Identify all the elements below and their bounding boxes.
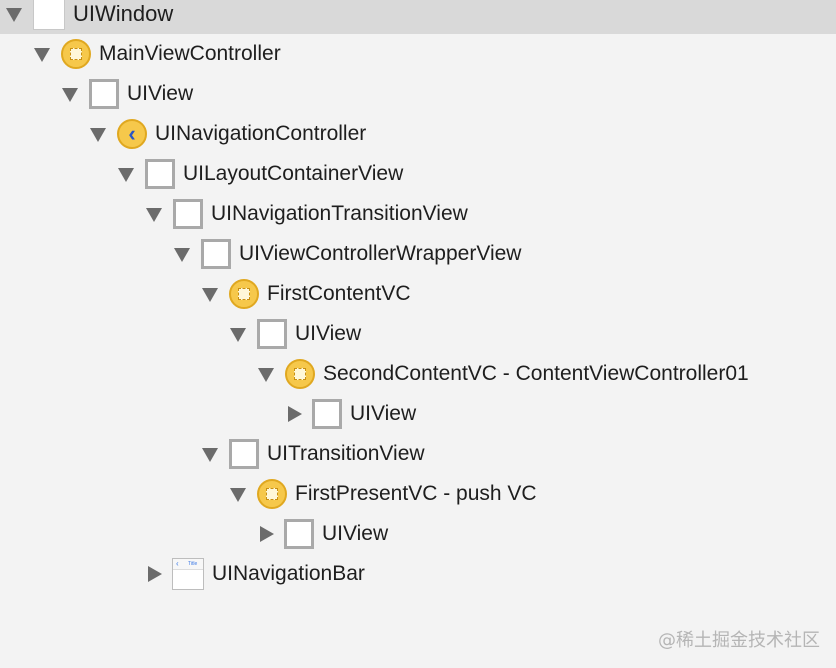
navigation-bar-icon: ‹ Title	[172, 558, 204, 590]
node-label: UINavigationController	[155, 122, 367, 145]
tree-row-uiview[interactable]: UIView	[286, 394, 416, 434]
tree-row-uiwindow[interactable]: UIWindow	[6, 0, 173, 31]
node-label: UIView	[350, 402, 417, 425]
disclosure-closed-icon[interactable]	[260, 526, 274, 542]
node-label: UIView	[127, 82, 194, 105]
node-label: UINavigationTransitionView	[211, 202, 468, 225]
view-controller-icon	[257, 479, 287, 509]
disclosure-open-icon[interactable]	[146, 208, 162, 222]
disclosure-open-icon[interactable]	[202, 288, 218, 302]
node-label: FirstContentVC	[267, 282, 411, 305]
tree-row-firstcontentvc[interactable]: FirstContentVC	[202, 274, 411, 314]
tree-row-mainviewcontroller[interactable]: MainViewController	[34, 34, 281, 74]
tree-row-uinavigationcontroller[interactable]: ‹ UINavigationController	[90, 114, 366, 154]
watermark: @稀土掘金技术社区	[658, 630, 820, 651]
view-icon	[229, 439, 259, 469]
disclosure-open-icon[interactable]	[62, 88, 78, 102]
tree-row-firstpresentvc[interactable]: FirstPresentVC - push VC	[230, 474, 537, 514]
node-label: UITransitionView	[267, 442, 425, 465]
tree-row-uinavigationtransitionview[interactable]: UINavigationTransitionView	[146, 194, 468, 234]
tree-row-uinavigationbar[interactable]: ‹ Title UINavigationBar	[146, 554, 365, 594]
disclosure-open-icon[interactable]	[118, 168, 134, 182]
tree-row-uiview[interactable]: UIView	[62, 74, 193, 114]
disclosure-open-icon[interactable]	[6, 8, 22, 22]
navigation-bar-thumbnail: ‹ Title	[173, 559, 203, 570]
disclosure-open-icon[interactable]	[230, 328, 246, 342]
selected-row-highlight	[0, 0, 836, 34]
node-label: UIView	[322, 522, 389, 545]
tree-row-secondcontentvc[interactable]: SecondContentVC - ContentViewController0…	[258, 354, 749, 394]
view-icon	[145, 159, 175, 189]
back-chevron-icon: ‹	[176, 559, 179, 568]
disclosure-open-icon[interactable]	[202, 448, 218, 462]
disclosure-closed-icon[interactable]	[288, 406, 302, 422]
view-icon	[312, 399, 342, 429]
view-controller-icon	[229, 279, 259, 309]
disclosure-open-icon[interactable]	[174, 248, 190, 262]
node-label: UIWindow	[73, 1, 174, 26]
disclosure-open-icon[interactable]	[230, 488, 246, 502]
view-icon	[89, 79, 119, 109]
view-icon	[201, 239, 231, 269]
tree-row-uiview[interactable]: UIView	[230, 314, 361, 354]
tree-row-uilayoutcontainerview[interactable]: UILayoutContainerView	[118, 154, 403, 194]
tree-row-uiviewcontrollerwrapperview[interactable]: UIViewControllerWrapperView	[174, 234, 521, 274]
node-label: MainViewController	[99, 42, 281, 65]
view-icon	[173, 199, 203, 229]
node-label: FirstPresentVC - push VC	[295, 482, 537, 505]
window-icon	[33, 0, 65, 30]
view-controller-icon	[61, 39, 91, 69]
disclosure-open-icon[interactable]	[34, 48, 50, 62]
node-label: UINavigationBar	[212, 562, 365, 585]
disclosure-open-icon[interactable]	[258, 368, 274, 382]
disclosure-closed-icon[interactable]	[148, 566, 162, 582]
disclosure-open-icon[interactable]	[90, 128, 106, 142]
tree-row-uitransitionview[interactable]: UITransitionView	[202, 434, 425, 474]
view-controller-icon	[285, 359, 315, 389]
view-icon	[284, 519, 314, 549]
navbar-thumbnail-title: Title	[188, 561, 198, 567]
view-icon	[257, 319, 287, 349]
node-label: UIView	[295, 322, 362, 345]
node-label: SecondContentVC - ContentViewController0…	[323, 362, 749, 385]
navigation-controller-icon: ‹	[117, 119, 147, 149]
node-label: UILayoutContainerView	[183, 162, 404, 185]
node-label: UIViewControllerWrapperView	[239, 242, 522, 265]
tree-row-uiview[interactable]: UIView	[258, 514, 388, 554]
